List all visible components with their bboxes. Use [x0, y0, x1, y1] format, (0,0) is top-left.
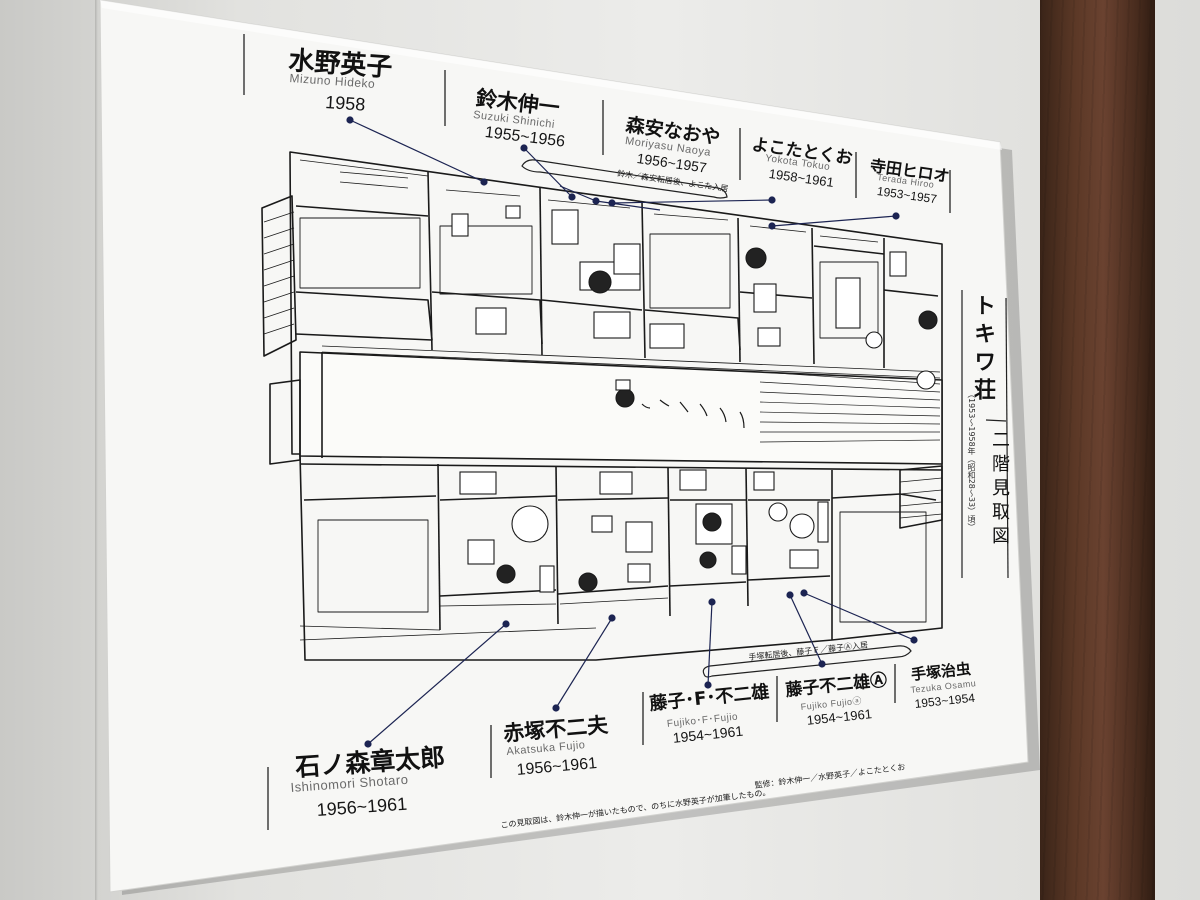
resident-years-mizuno: 1958: [324, 92, 366, 115]
title-main: トキワ荘: [970, 294, 995, 406]
wall-seam: [95, 0, 98, 900]
title-period: （1953〜1958年（昭和28〜33）頃）: [967, 390, 976, 532]
title-sub: 二階見取図: [989, 430, 1010, 550]
wooden-pillar-grain: [1040, 0, 1155, 900]
wooden-pillar: [1040, 0, 1155, 900]
